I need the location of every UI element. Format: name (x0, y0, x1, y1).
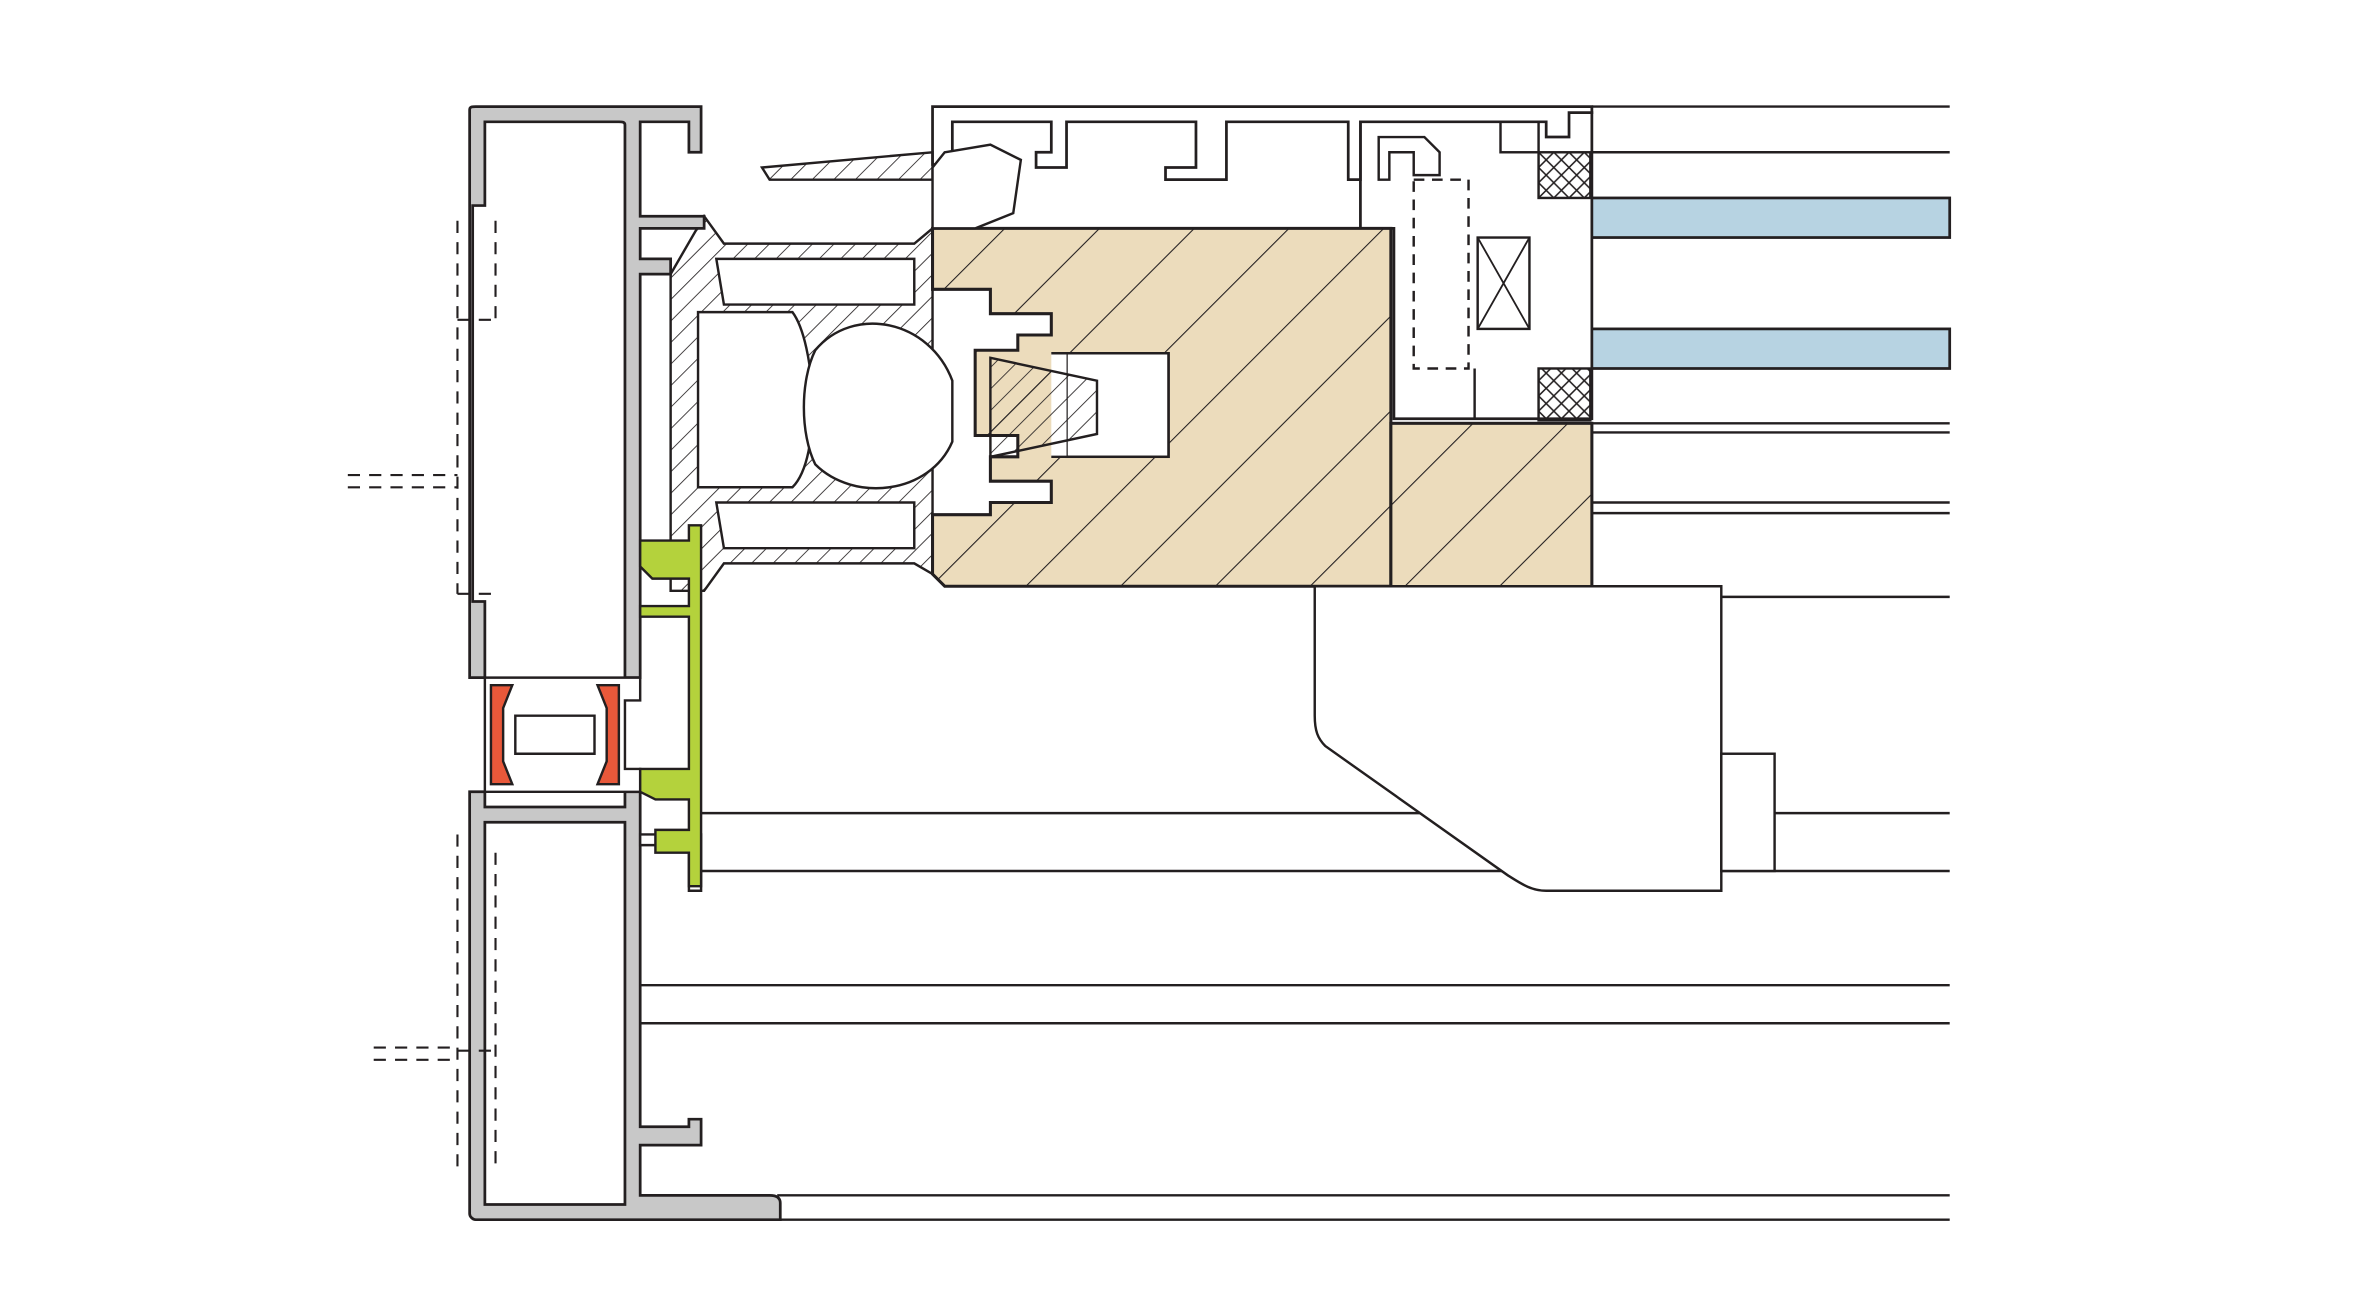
seal-gasket-outer (1537, 151, 1592, 200)
frame-group (347, 105, 1952, 1222)
top-cover-profile (931, 105, 1594, 182)
seal-gasket-inner (1537, 367, 1592, 422)
thermal-break-strip-right (595, 683, 621, 786)
glazing-adapter (638, 524, 703, 888)
hidden-fasteners (347, 220, 497, 1173)
fixing-bracket (1313, 585, 1776, 892)
thermal-break-strip-left (489, 683, 515, 786)
wood-sash (931, 226, 1594, 599)
thermal-break (483, 676, 642, 794)
seal-profile (669, 143, 1099, 593)
glazing-bead (1359, 111, 1594, 422)
